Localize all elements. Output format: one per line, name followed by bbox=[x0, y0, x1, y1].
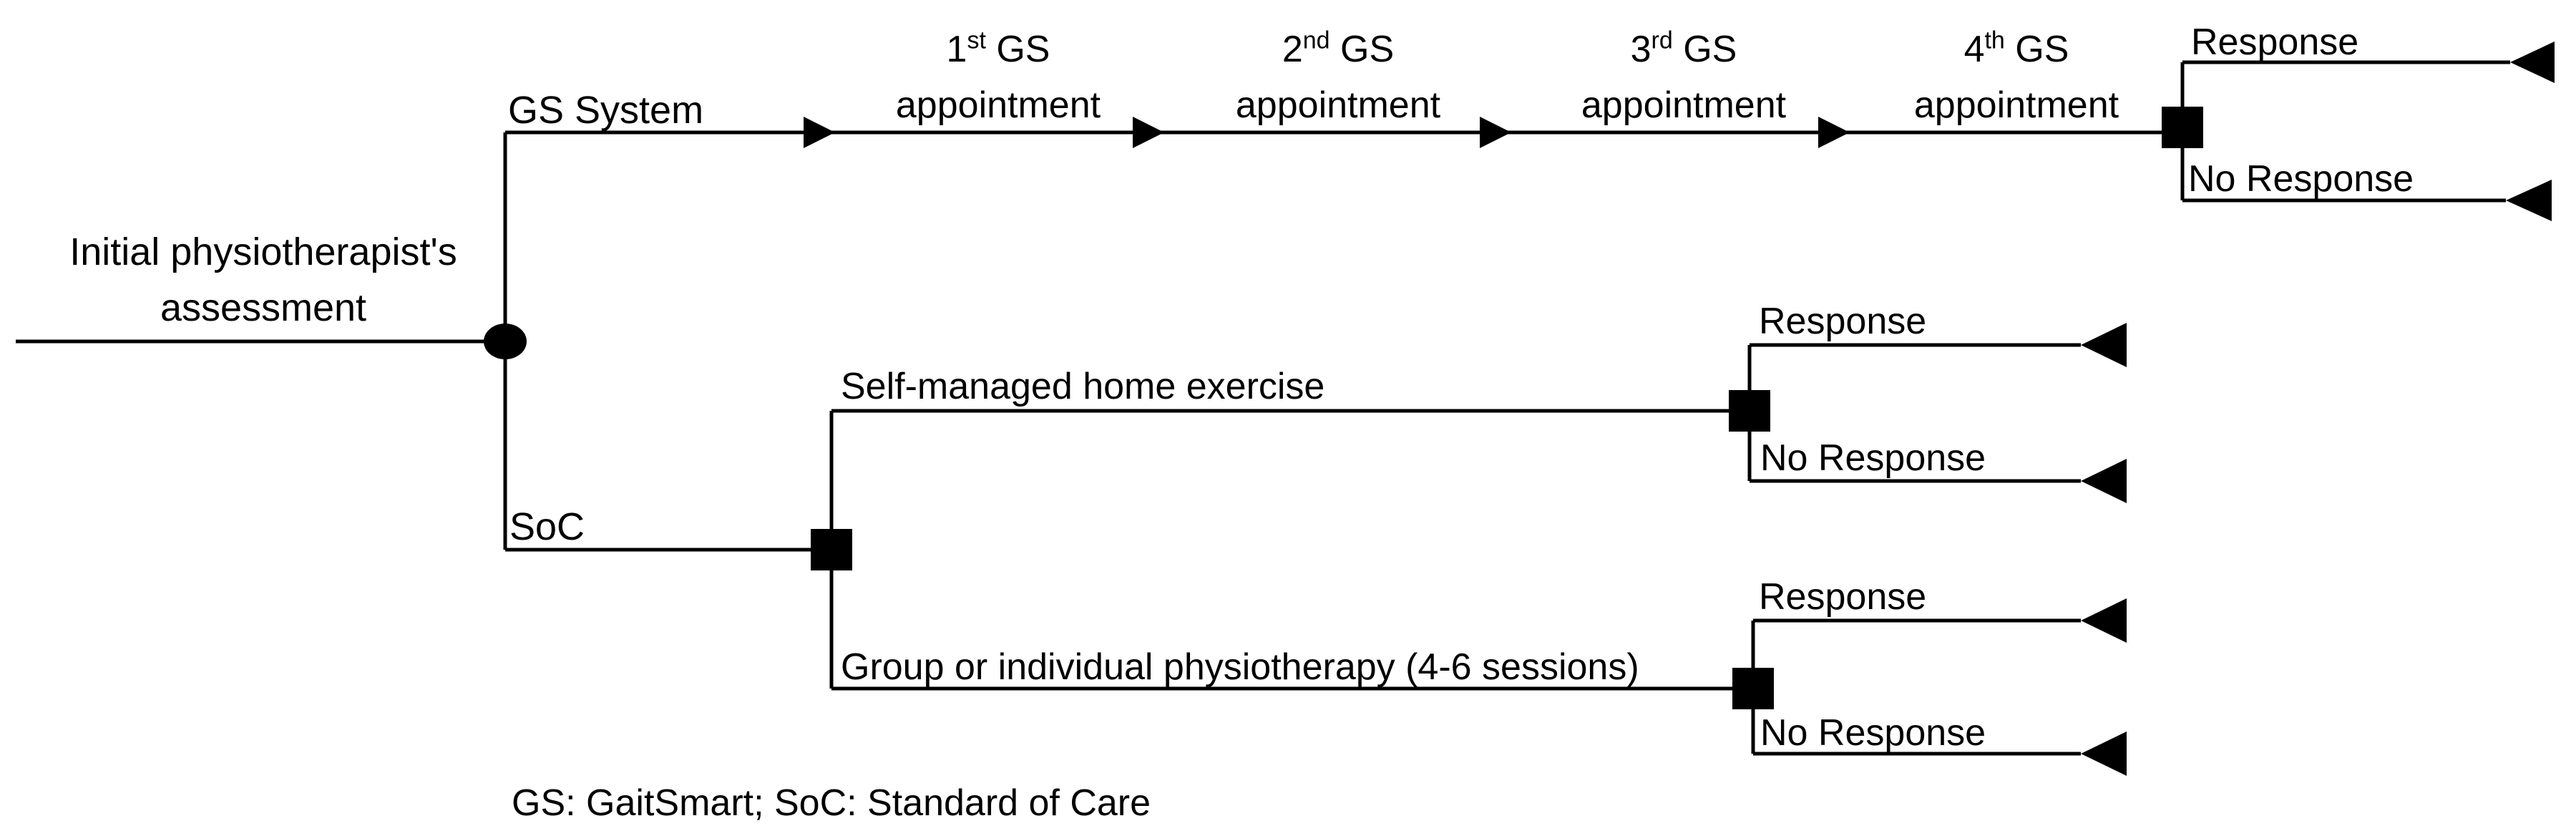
appointment-label-1: 1st GS appointment bbox=[798, 21, 1199, 133]
terminal-self-response bbox=[2081, 323, 2127, 367]
terminal-group-response bbox=[2081, 598, 2127, 643]
root-assessment-line1: Initial physiotherapist's bbox=[69, 230, 457, 273]
decision-node-group-outcome bbox=[1732, 668, 1774, 709]
chance-node-circle bbox=[484, 324, 527, 359]
appointment-label-4: 4th GS appointment bbox=[1816, 21, 2217, 133]
arrowhead-gs-1 bbox=[804, 117, 835, 148]
ordinal-suffix: st bbox=[967, 26, 986, 54]
decision-node-gs-outcome bbox=[2162, 107, 2203, 148]
gs-no-response-label: No Response bbox=[2188, 158, 2414, 200]
appointment-label-2: 2nd GS appointment bbox=[1138, 21, 1538, 133]
self-managed-branch-label: Self-managed home exercise bbox=[841, 366, 1325, 407]
appointment-2-line2: appointment bbox=[1235, 84, 1441, 126]
arrowhead-gs-2 bbox=[1133, 117, 1164, 148]
terminal-gs-no-response bbox=[2506, 180, 2552, 221]
group-physio-branch-label: Group or individual physiotherapy (4-6 s… bbox=[841, 646, 1639, 688]
decision-node-self-outcome bbox=[1729, 390, 1770, 432]
arrowhead-gs-3 bbox=[1480, 117, 1511, 148]
arrowhead-gs-4 bbox=[1818, 117, 1850, 148]
root-assessment-line2: assessment bbox=[160, 286, 367, 329]
appointment-1-line2: appointment bbox=[895, 84, 1101, 126]
appointment-4-line1: 4th GS bbox=[1963, 26, 2069, 70]
terminal-group-no-response bbox=[2081, 732, 2127, 776]
appointment-3-line2: appointment bbox=[1581, 84, 1787, 126]
ordinal-suffix: nd bbox=[1302, 26, 1330, 54]
appointment-1-line1: 1st GS bbox=[946, 26, 1050, 70]
group-no-response-label: No Response bbox=[1760, 712, 1986, 754]
decision-node-soc bbox=[811, 529, 852, 570]
abbreviation-footnote: GS: GaitSmart; SoC: Standard of Care bbox=[512, 782, 1151, 824]
ordinal-suffix: th bbox=[1984, 26, 2005, 54]
soc-branch-label: SoC bbox=[509, 505, 585, 548]
ordinal-suffix: rd bbox=[1651, 26, 1673, 54]
appointment-label-3: 3rd GS appointment bbox=[1483, 21, 1884, 133]
appointment-2-line1: 2nd GS bbox=[1282, 26, 1395, 70]
gs-response-label: Response bbox=[2191, 21, 2359, 63]
terminal-self-no-response bbox=[2081, 459, 2127, 503]
self-response-label: Response bbox=[1759, 301, 1927, 342]
appointment-4-line2: appointment bbox=[1913, 84, 2119, 126]
appointment-3-line1: 3rd GS bbox=[1630, 26, 1737, 70]
gs-system-branch-label: GS System bbox=[508, 89, 704, 132]
self-no-response-label: No Response bbox=[1760, 437, 1986, 479]
terminal-gs-response bbox=[2510, 42, 2555, 83]
group-response-label: Response bbox=[1759, 576, 1927, 618]
root-assessment-label: Initial physiotherapist's assessment bbox=[27, 224, 499, 336]
